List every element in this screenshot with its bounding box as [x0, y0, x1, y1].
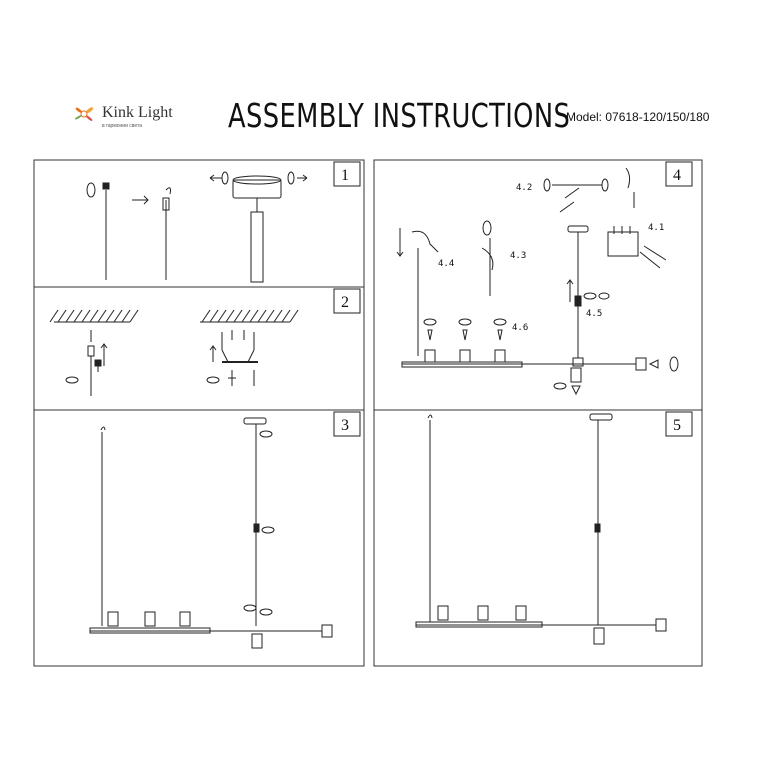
- step-label-4-3: 4.3: [510, 251, 526, 261]
- rotate-arrow-icon: [423, 318, 437, 326]
- brand-tagline: в гармонии света: [102, 123, 143, 129]
- panel-1-number: 1: [333, 161, 361, 187]
- panel-3-drawing: [89, 417, 333, 649]
- panel-4-drawing: [396, 167, 679, 396]
- panel-4-number: 4: [665, 161, 693, 187]
- step-label-4-6: 4.6: [512, 323, 528, 333]
- rotate-arrow-icon: [261, 526, 275, 534]
- rotate-arrow-icon: [65, 376, 79, 384]
- step-label-4-1: 4.1: [648, 223, 664, 233]
- logo-flower-icon: [74, 107, 94, 121]
- left-frame: [33, 159, 365, 667]
- step-label-4-4: 4.4: [438, 259, 454, 269]
- panel-5-drawing: [415, 413, 667, 645]
- bulb-icon: [648, 359, 659, 369]
- step-label-4-5: 4.5: [586, 309, 602, 319]
- ceiling-icon: [49, 309, 139, 323]
- svg-text:4: 4: [673, 167, 681, 184]
- svg-text:3: 3: [341, 417, 349, 434]
- right-frame: [373, 159, 703, 667]
- hand-icon: [411, 230, 439, 253]
- model-number: Model: 07618-120/150/180: [566, 110, 710, 124]
- hand-icon: [625, 167, 635, 208]
- rotate-arrow-icon: [259, 430, 273, 438]
- rotate-arrow-icon: [482, 220, 492, 236]
- panel-1-drawing: [86, 171, 308, 283]
- svg-text:2: 2: [341, 294, 349, 311]
- brand-logo: Kink Light в гармонии света: [68, 98, 198, 138]
- rotate-arrow-icon: [543, 178, 551, 192]
- rotate-arrow-icon: [209, 174, 222, 182]
- connector-icon: [559, 187, 580, 213]
- rotate-arrow-icon: [553, 382, 567, 390]
- hand-icon: [481, 247, 494, 271]
- rotate-arrow-icon: [583, 292, 597, 300]
- rotate-arrow-icon: [86, 182, 96, 198]
- step-label-4-2: 4.2: [516, 183, 532, 193]
- arrow-right-icon: [132, 195, 149, 205]
- page-title: ASSEMBLY INSTRUCTIONS: [228, 96, 571, 135]
- rotate-arrow-icon: [206, 376, 220, 384]
- panel-2-number: 2: [333, 288, 361, 314]
- svg-text:5: 5: [673, 417, 681, 434]
- panel-2-drawing: [49, 309, 299, 396]
- svg-text:1: 1: [341, 167, 349, 184]
- panel-3-number: 3: [333, 411, 361, 437]
- brand-name: Kink Light: [102, 104, 173, 121]
- panel-5-number: 5: [665, 411, 693, 437]
- bulb-icon: [427, 329, 433, 341]
